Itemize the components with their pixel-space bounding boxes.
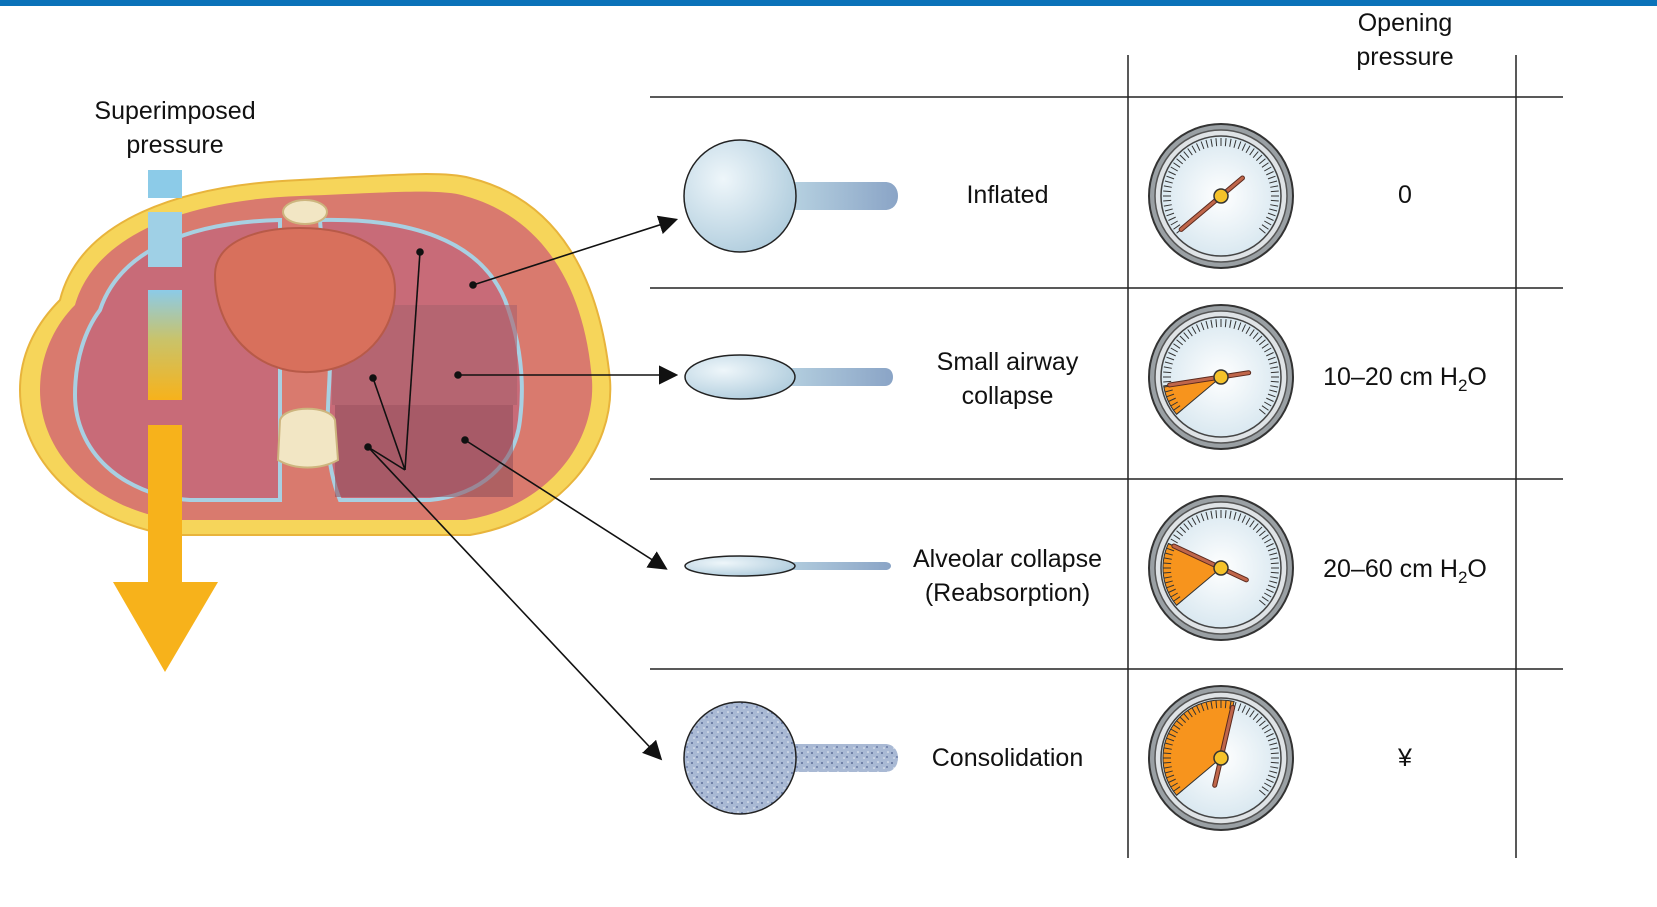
alveolus-icon <box>685 355 893 399</box>
state-text: Alveolar collapse <box>895 542 1120 576</box>
state-text: Small airway <box>900 345 1115 379</box>
superimposed-pressure-label: Superimposed pressure <box>60 94 290 162</box>
pressure-value-alveolar-collapse: 20–60 cm H2O <box>1300 552 1510 595</box>
alveolus-icon <box>685 556 891 576</box>
state-label-consolidation: Consolidation <box>900 741 1115 775</box>
pressure-tail: O <box>1467 363 1486 391</box>
pressure-subscript: 2 <box>1458 376 1467 395</box>
gauges <box>1149 124 1293 830</box>
pressure-text: 10–20 cm H <box>1323 363 1458 391</box>
pressure-label-line-2: pressure <box>60 128 290 162</box>
header-line-1: Opening <box>1305 6 1505 40</box>
state-label-alveolar-collapse: Alveolar collapse (Reabsorption) <box>895 542 1120 610</box>
alveolus-icon <box>684 140 898 252</box>
state-text: collapse <box>900 379 1115 413</box>
pressure-value-inflated: 0 <box>1300 178 1510 212</box>
pressure-text: ¥ <box>1398 744 1412 772</box>
header-line-2: pressure <box>1305 40 1505 74</box>
pressure-label-line-1: Superimposed <box>60 94 290 128</box>
pressure-text: 0 <box>1398 181 1412 209</box>
pressure-value-small-airway: 10–20 cm H2O <box>1300 360 1510 403</box>
state-text: Inflated <box>900 178 1115 212</box>
state-text: Consolidation <box>900 741 1115 775</box>
state-text: (Reabsorption) <box>895 576 1120 610</box>
gauge-icon <box>1149 124 1293 268</box>
pressure-value-consolidation: ¥ <box>1300 741 1510 775</box>
pressure-subscript: 2 <box>1458 568 1467 587</box>
gauge-icon <box>1149 305 1293 449</box>
pressure-text: 20–60 cm H <box>1323 555 1458 583</box>
state-label-inflated: Inflated <box>900 178 1115 212</box>
opening-pressure-header: Opening pressure <box>1305 6 1505 74</box>
gauge-icon <box>1149 686 1293 830</box>
state-label-small-airway-collapse: Small airway collapse <box>900 345 1115 413</box>
alveolus-icon <box>684 702 898 814</box>
gauge-icon <box>1149 496 1293 640</box>
thorax-cross-section <box>20 174 610 535</box>
pressure-tail: O <box>1467 555 1486 583</box>
